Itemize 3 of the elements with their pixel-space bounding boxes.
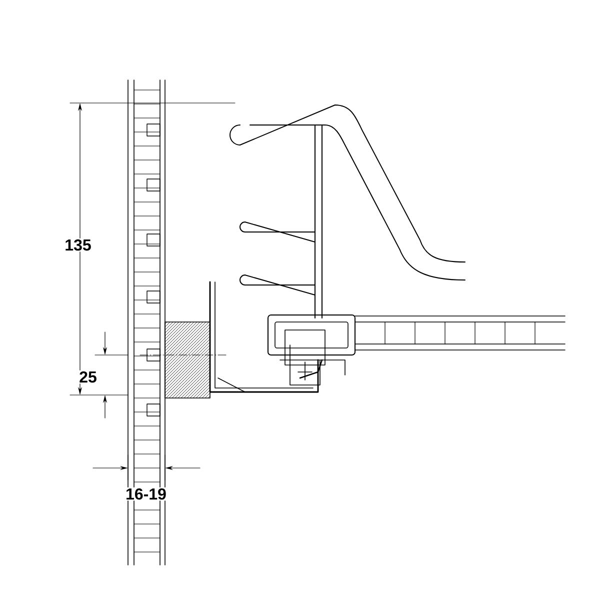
dimension-label: 25 [78,370,98,384]
dimension-label: 16-19 [124,487,168,501]
dimension-label: 135 [64,238,92,252]
